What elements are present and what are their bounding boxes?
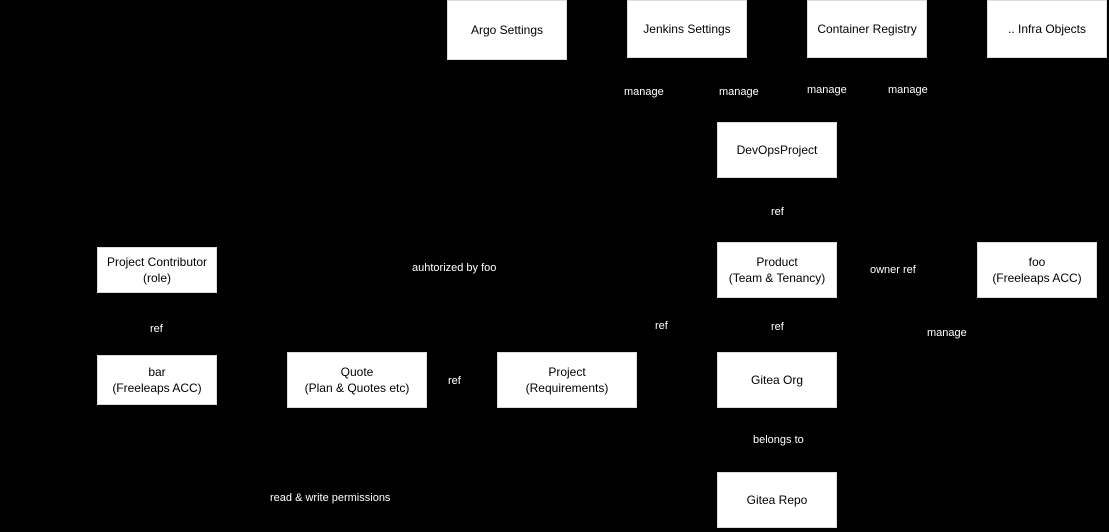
edge-label-ref-project-product: ref (653, 319, 670, 335)
node-product: Product (Team & Tenancy) (717, 242, 837, 298)
node-jenkins-settings: Jenkins Settings (627, 0, 747, 58)
node-project-contributor: Project Contributor (role) (97, 247, 217, 293)
node-gitea-repo: Gitea Repo (717, 472, 837, 528)
node-product-line: (Team & Tenancy) (728, 271, 826, 285)
edge-label-ref-quote-project: ref (446, 374, 463, 390)
node-foo-freeleaps-acc: foo (Freeleaps ACC) (977, 242, 1097, 298)
edge-label-authorized-by-foo: auhtorized by foo (410, 261, 499, 277)
node-gitea-org-line: Gitea Org (750, 372, 804, 387)
node-devops-project-line: DevOpsProject (736, 142, 818, 157)
node-project-contributor-line: Project Contributor (106, 254, 208, 269)
edge-label-owner-ref: owner ref (868, 263, 918, 279)
edge-label-ref-devops-product: ref (769, 205, 786, 221)
node-argo-settings: Argo Settings (447, 0, 567, 60)
node-infra-objects: .. Infra Objects (987, 0, 1107, 58)
node-quote-line: Quote (340, 364, 374, 379)
node-gitea-repo-line: Gitea Repo (746, 492, 808, 507)
edge-label-read-write-perms: read & write permissions (268, 491, 393, 507)
node-project: Project (Requirements) (497, 352, 637, 408)
edge-label-ref-contributor-bar: ref (148, 322, 165, 338)
node-container-registry: Container Registry (807, 0, 927, 58)
node-jenkins-settings-line: Jenkins Settings (643, 21, 731, 36)
edge-label-ref-product-giteaorg: ref (769, 320, 786, 336)
node-infra-objects-line: .. Infra Objects (1007, 21, 1087, 36)
node-foo-freeleaps-acc-line: foo (1028, 254, 1046, 269)
node-project-contributor-line: (role) (142, 271, 171, 285)
node-quote-line: (Plan & Quotes etc) (304, 381, 410, 395)
node-devops-project: DevOpsProject (717, 122, 837, 178)
edge-label-manage-argo: manage (622, 85, 666, 101)
node-product-line: Product (756, 254, 798, 269)
node-project-line: Project (548, 364, 586, 379)
edge-label-manage-jenkins: manage (717, 85, 761, 101)
edge-label-manage-registry: manage (805, 83, 849, 99)
node-project-line: (Requirements) (525, 381, 609, 395)
node-foo-freeleaps-acc-line: (Freeleaps ACC) (992, 271, 1082, 285)
node-quote: Quote (Plan & Quotes etc) (287, 352, 427, 408)
edge-label-belongs-to: belongs to (751, 433, 806, 449)
node-bar-freeleaps-acc-line: (Freeleaps ACC) (112, 381, 202, 395)
node-bar-freeleaps-acc: bar (Freeleaps ACC) (97, 355, 217, 405)
node-bar-freeleaps-acc-line: bar (148, 364, 166, 379)
edge-label-manage-foo: manage (925, 326, 969, 342)
node-container-registry-line: Container Registry (817, 21, 917, 36)
edge-label-manage-infra: manage (886, 83, 930, 99)
node-gitea-org: Gitea Org (717, 352, 837, 408)
node-argo-settings-line: Argo Settings (470, 22, 544, 37)
